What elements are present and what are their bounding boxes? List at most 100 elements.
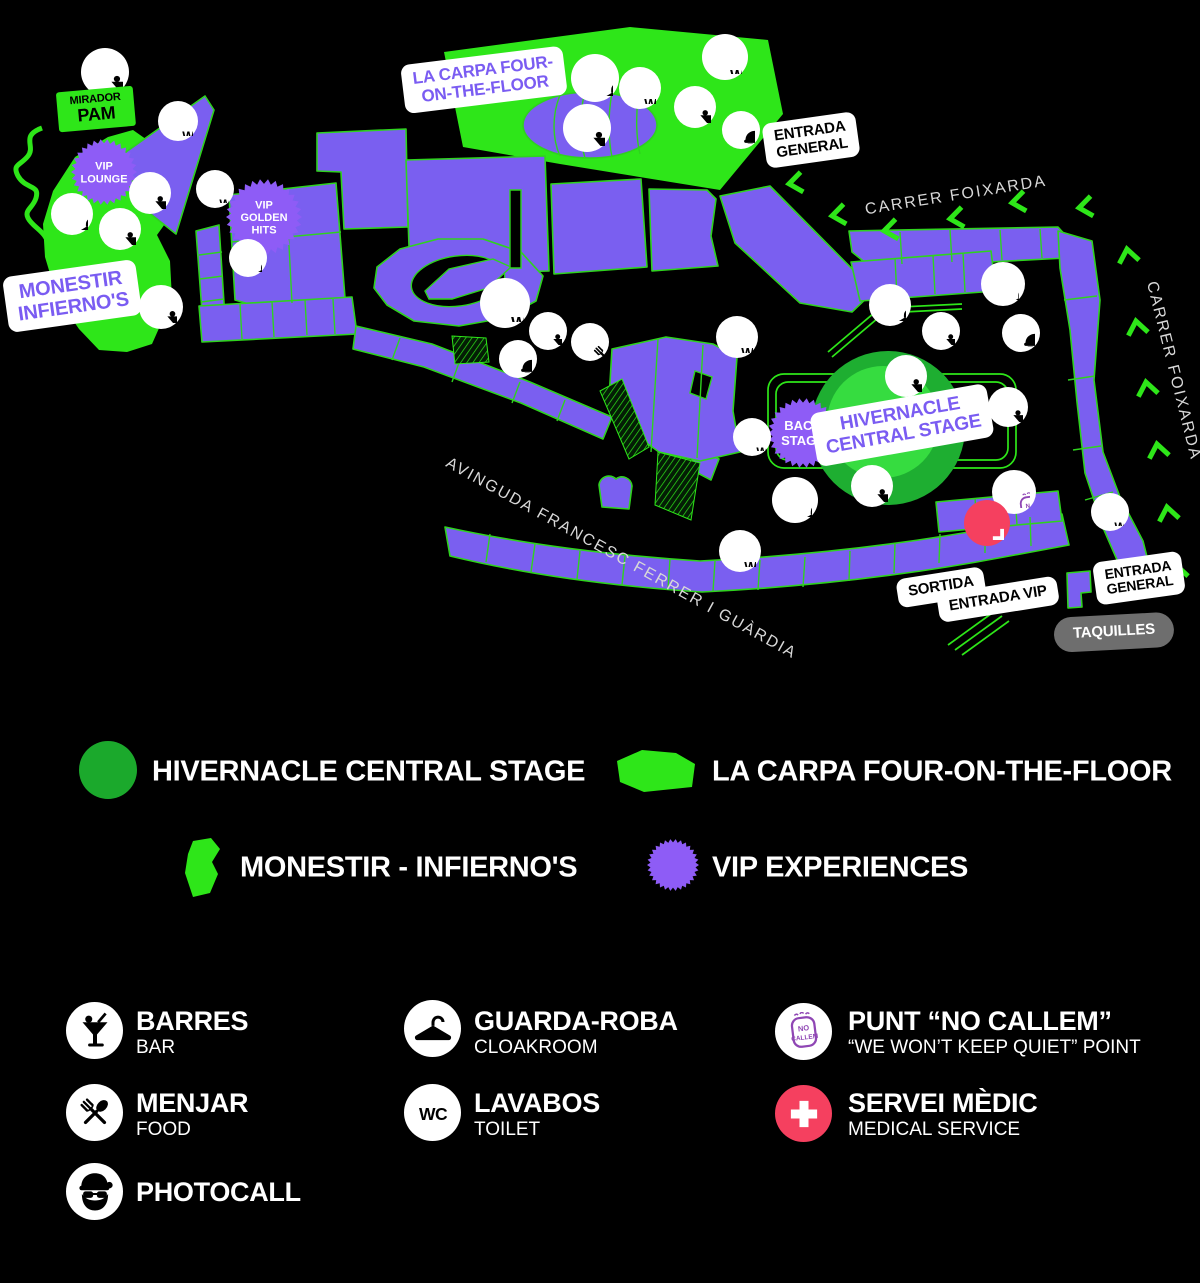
cloakroom-marker	[51, 193, 93, 235]
carpa-polygon-swatch	[617, 750, 695, 792]
wc-icon	[487, 285, 524, 322]
vip-lounge-badge-text: VIP	[95, 161, 113, 173]
cocktail-marker	[129, 172, 171, 214]
carrer-foixarda-top: CARRER FOIXARDA	[863, 172, 1049, 219]
wc-icon	[738, 423, 766, 451]
chevron-icon	[1126, 317, 1150, 337]
medical-marker	[964, 500, 1010, 546]
wc-icon	[624, 72, 655, 103]
cocktail-marker	[885, 355, 927, 397]
cocktail-marker	[139, 285, 183, 329]
cocktail-marker	[922, 312, 960, 350]
cocktail-icon	[534, 317, 562, 345]
wc-marker	[716, 316, 758, 358]
cloakroom-marker	[981, 262, 1025, 306]
legend-lavabos	[404, 1084, 461, 1141]
photocall-icon	[75, 1172, 115, 1212]
food-icon	[576, 328, 604, 356]
medical-icon	[970, 506, 1004, 540]
legend-servei-medic-title: SERVEI MÈDIC	[848, 1088, 1038, 1118]
chevron-icon	[1157, 503, 1181, 523]
legend-barres-subtitle: BAR	[136, 1037, 176, 1058]
chevron-icon	[1136, 378, 1160, 398]
chevron-icon	[945, 205, 966, 230]
wc-icon	[201, 175, 229, 203]
cloakroom-icon	[577, 60, 613, 96]
legend-barres	[66, 1002, 123, 1059]
cocktail-marker	[674, 86, 716, 128]
cloakroom-icon	[874, 289, 905, 320]
wc-marker	[158, 101, 198, 141]
vip-golden-hits-badge-text: GOLDEN	[240, 212, 287, 224]
cocktail-icon	[134, 177, 165, 208]
vip-golden-hits-badge-text: VIP	[255, 199, 273, 211]
vip-golden-hits-badge	[226, 179, 302, 255]
taquilles-label: TAQUILLES	[1053, 611, 1175, 653]
photocall-icon	[727, 116, 755, 144]
wc-icon	[413, 1093, 453, 1133]
vip-starburst-swatch	[647, 839, 699, 891]
legend-guarda-roba-title: GUARDA-ROBA	[474, 1006, 678, 1036]
cocktail-icon	[927, 317, 955, 345]
cocktail-icon	[145, 291, 178, 324]
wc-icon	[721, 321, 752, 352]
cocktail-icon	[856, 470, 887, 501]
no-callem-icon	[998, 476, 1031, 509]
cloakroom-icon	[987, 268, 1020, 301]
chevron-icon	[1074, 194, 1095, 219]
photocall-marker	[1002, 314, 1040, 352]
legend-no-callem	[775, 1003, 832, 1060]
legend-guarda-roba	[404, 1000, 461, 1057]
wc-marker	[619, 67, 661, 109]
cocktail-icon	[87, 54, 123, 90]
map-details	[198, 91, 1114, 656]
vip-golden-hits-badge-text: HITS	[251, 225, 276, 237]
cocktail-marker	[851, 465, 893, 507]
cocktail-marker	[988, 387, 1028, 427]
legend-menjar-title: MENJAR	[136, 1088, 249, 1118]
legend-menjar-subtitle: FOOD	[136, 1119, 191, 1140]
cloakroom-icon	[778, 483, 812, 517]
mirador-path-squiggle	[13, 125, 49, 240]
wc-icon	[708, 40, 742, 74]
wc-icon	[724, 535, 755, 566]
monestir-blob-swatch	[185, 838, 220, 897]
chevron-icon	[879, 217, 900, 242]
cocktail-marker	[99, 208, 141, 250]
carrer-foixarda-right: CARRER FOIXARDA	[1143, 279, 1200, 463]
cocktail-marker	[529, 312, 567, 350]
chevron-icon	[1007, 189, 1028, 214]
cocktail-icon	[75, 1011, 115, 1051]
legend-photocall-title: PHOTOCALL	[136, 1177, 301, 1207]
legend-vip-label: VIP EXPERIENCES	[712, 851, 969, 884]
cocktail-icon	[890, 360, 921, 391]
cloakroom-icon	[413, 1009, 453, 1049]
legend-monestir-label: MONESTIR - INFIERNO'S	[240, 851, 578, 884]
cloakroom-marker	[571, 54, 619, 102]
chevron-icon	[1147, 440, 1171, 460]
photocall-icon	[504, 345, 532, 373]
cloakroom-marker	[869, 284, 911, 326]
legend-no-callem-subtitle: “WE WON’T KEEP QUIET” POINT	[848, 1037, 1141, 1058]
photocall-marker	[722, 111, 760, 149]
food-marker	[571, 323, 609, 361]
no-callem-icon	[784, 1012, 824, 1052]
cloakroom-marker	[229, 239, 267, 277]
photocall-marker	[499, 340, 537, 378]
la-carpa-label: LA CARPA FOUR-ON-THE-FLOOR	[400, 45, 568, 115]
vip-lounge-badge-text: LOUNGE	[80, 173, 127, 185]
wc-marker	[1091, 493, 1129, 531]
legend-guarda-roba-subtitle: CLOAKROOM	[474, 1037, 598, 1058]
legend-hivernacle-label: HIVERNACLE CENTRAL STAGE	[152, 755, 586, 788]
food-icon	[75, 1093, 115, 1133]
cocktail-marker	[563, 104, 611, 152]
legend-servei-medic	[775, 1085, 832, 1142]
cocktail-icon	[569, 110, 605, 146]
legend-photocall	[66, 1163, 123, 1220]
wc-marker	[702, 34, 748, 80]
cloakroom-icon	[234, 244, 262, 272]
legend-lavabos-subtitle: TOILET	[474, 1119, 541, 1140]
